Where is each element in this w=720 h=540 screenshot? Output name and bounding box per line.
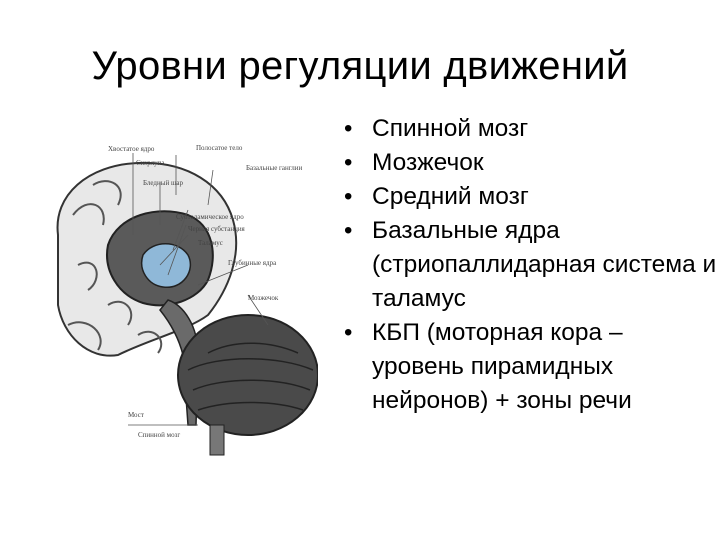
figure-label-thalamus: Таламус xyxy=(198,239,223,247)
bullet-item: •КБП (моторная кора – уровень пирамидных… xyxy=(330,316,720,418)
cerebellum-shape xyxy=(177,314,318,436)
figure-label-spinal: Спинной мозг xyxy=(138,431,180,439)
slide-title: Уровни регуляции движений xyxy=(91,44,629,88)
leader-lines xyxy=(128,153,269,426)
spinal-cord-shape xyxy=(209,424,225,456)
bullet-item: •Базальные ядра (стриопаллидарная систем… xyxy=(330,214,720,316)
bullet-marker: • xyxy=(344,149,353,176)
bullet-item: •Средний мозг xyxy=(330,180,720,214)
figure-label-globus: Бледный шар xyxy=(143,179,183,187)
bullet-marker: • xyxy=(344,115,353,142)
brain-diagram-svg: Хвостатое ядро Полосатое тело Скорлупа Б… xyxy=(56,144,318,456)
bullet-item: •Мозжечок xyxy=(330,146,720,180)
thalamus-shape xyxy=(141,243,192,288)
figure-label-cerebellum: Мозжечок xyxy=(248,294,279,302)
brain-illustration: Хвостатое ядро Полосатое тело Скорлупа Б… xyxy=(48,125,318,470)
bullet-marker: • xyxy=(344,319,353,346)
figure-label-nigra: Черная субстанция xyxy=(188,225,246,233)
figure-label-caudate: Хвостатое ядро xyxy=(108,145,155,153)
cerebellum-folia xyxy=(187,342,314,411)
bullet-item: •Спинной мозг xyxy=(330,112,720,146)
figure-label-basal: Базальные ганглии xyxy=(246,164,303,172)
figure-label-pons: Мост xyxy=(128,411,144,419)
bullet-marker: • xyxy=(344,217,353,244)
figure-label-striatum: Полосатое тело xyxy=(196,144,243,152)
bullet-list: •Спинной мозг •Мозжечок •Средний мозг •Б… xyxy=(330,112,720,418)
figure-label-subthalamic: Субталамическое ядро xyxy=(176,213,244,221)
bullet-marker: • xyxy=(344,183,353,210)
figure-label-putamen: Скорлупа xyxy=(136,159,165,167)
figure-label-deep-nuclei: Глубинные ядра xyxy=(228,259,277,267)
gyri-lines xyxy=(67,180,163,354)
